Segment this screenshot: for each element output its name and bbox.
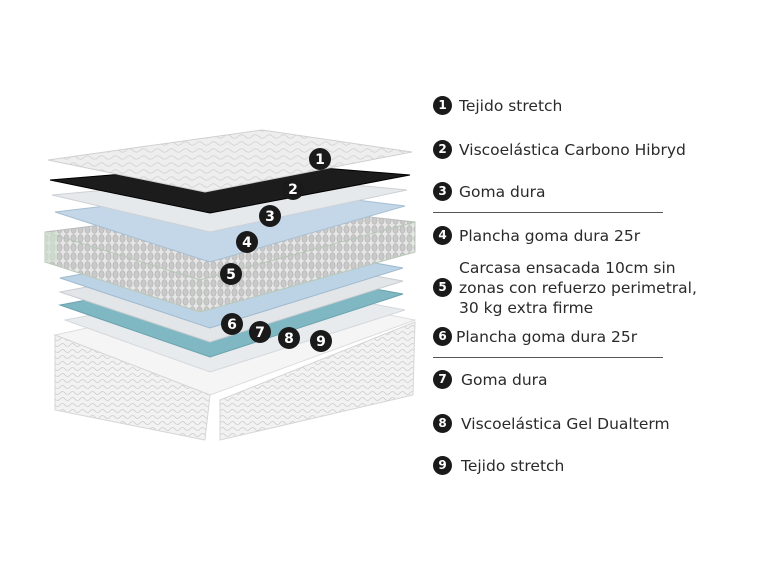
marker-4: 4 xyxy=(236,231,258,253)
marker-9-label: 9 xyxy=(316,334,326,350)
marker-6-label: 6 xyxy=(227,317,237,333)
springs-side xyxy=(199,221,416,313)
marker-8-label: 8 xyxy=(284,331,294,347)
marker-1: 1 xyxy=(309,148,331,170)
base-right-side xyxy=(219,321,416,441)
marker-5-label: 5 xyxy=(226,267,236,283)
marker-3-label: 3 xyxy=(265,209,275,225)
marker-6: 6 xyxy=(221,313,243,335)
marker-4-label: 4 xyxy=(242,235,252,251)
marker-9: 9 xyxy=(310,330,332,352)
marker-2-label: 2 xyxy=(288,182,298,198)
marker-3: 3 xyxy=(259,205,281,227)
base-left-side xyxy=(54,334,211,441)
marker-7: 7 xyxy=(249,321,271,343)
marker-2: 2 xyxy=(282,178,304,200)
marker-1-label: 1 xyxy=(315,152,325,168)
springs-edge-band xyxy=(45,232,57,262)
marker-5: 5 xyxy=(220,263,242,285)
marker-8: 8 xyxy=(278,327,300,349)
marker-7-label: 7 xyxy=(255,325,265,341)
layer-1-shape xyxy=(47,129,413,193)
